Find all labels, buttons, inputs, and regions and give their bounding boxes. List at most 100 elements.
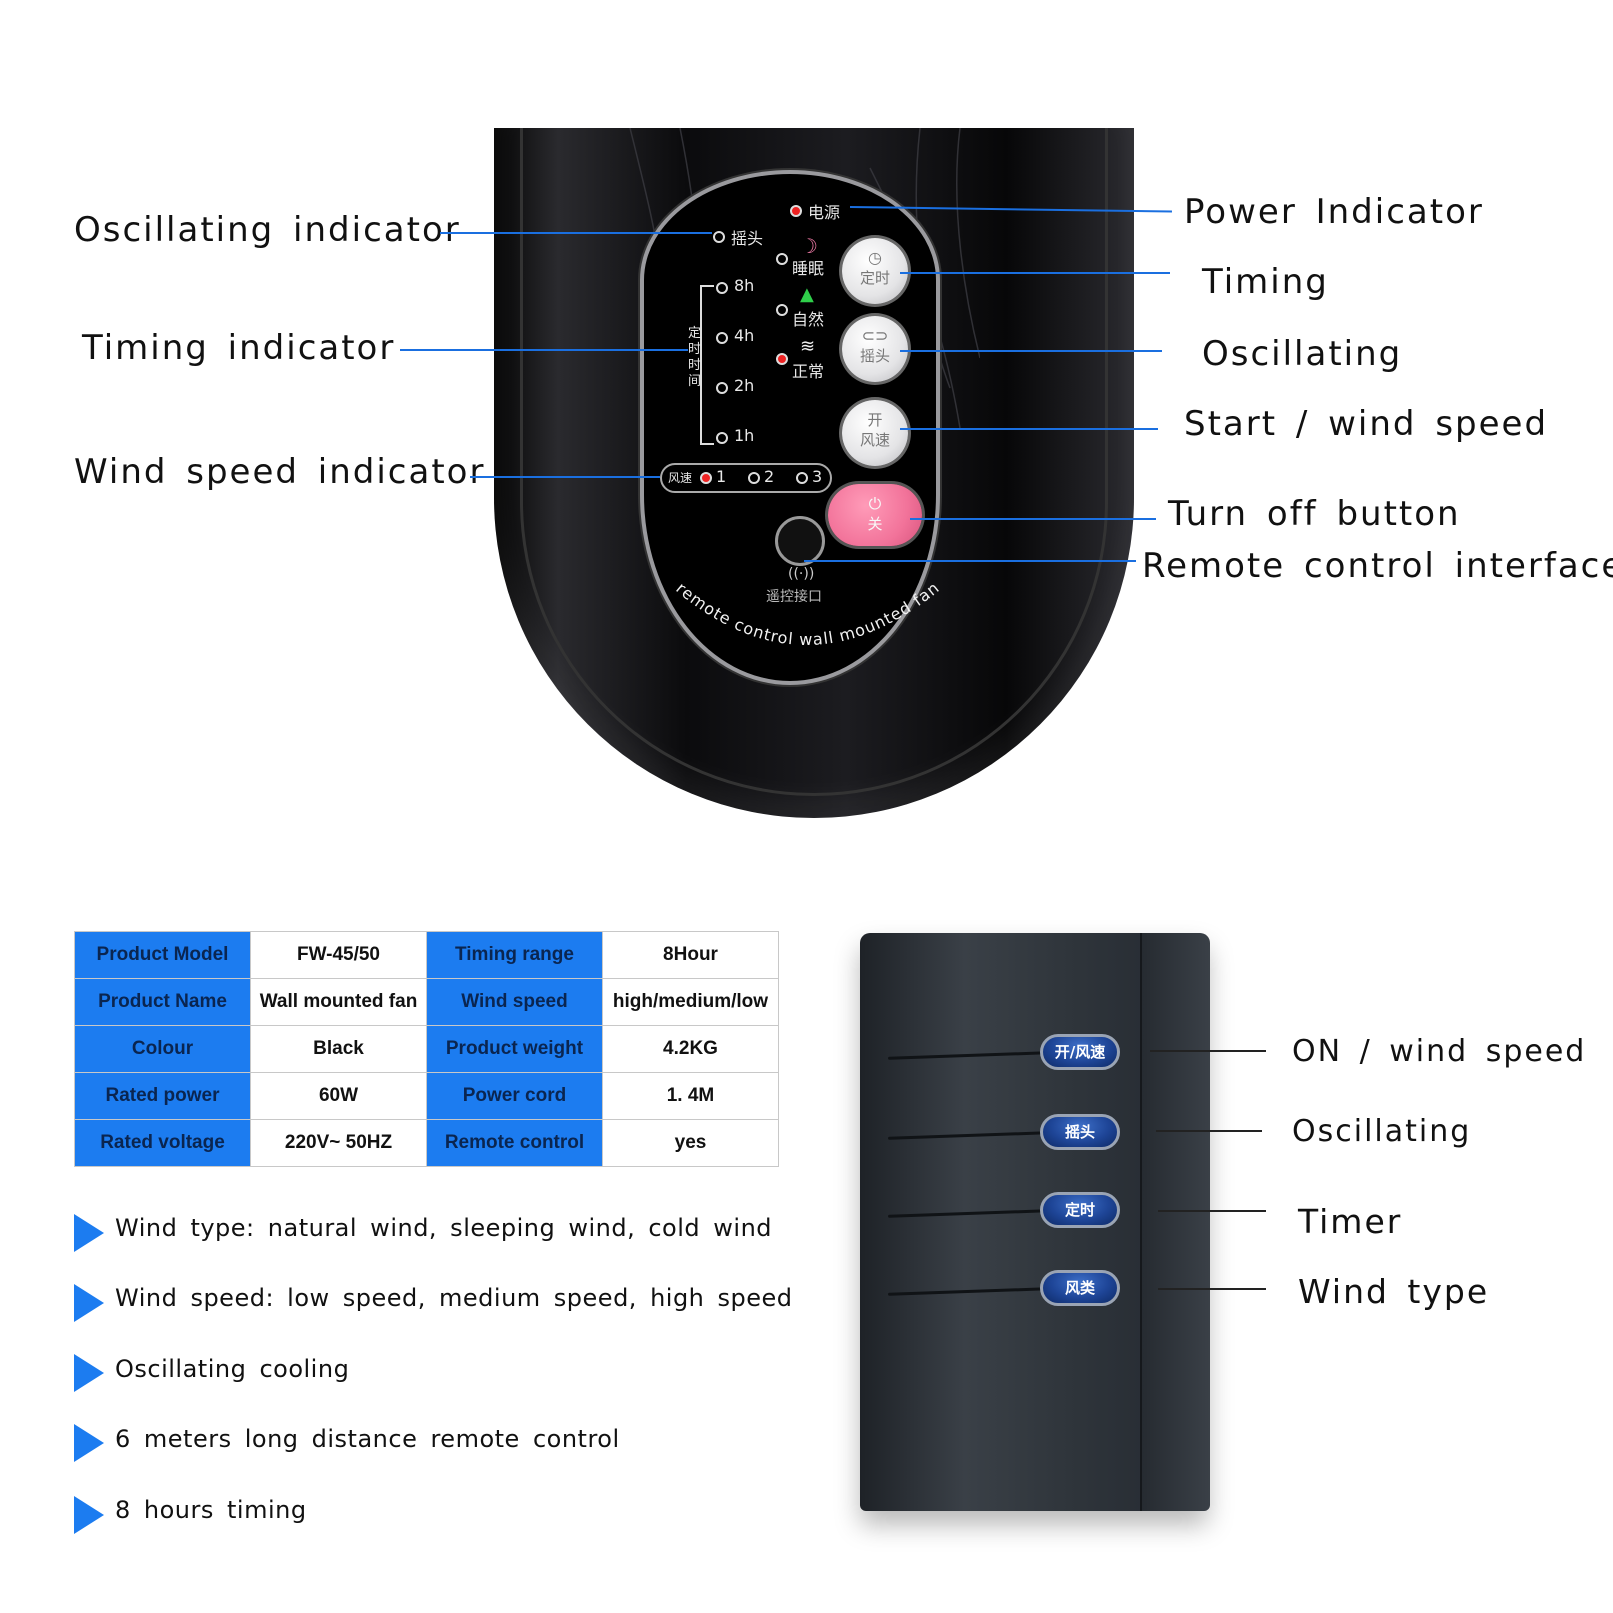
- bullet-arrow-icon: [74, 1214, 104, 1252]
- tree-icon: ▲: [800, 284, 814, 305]
- remote-oscillating-button[interactable]: 摇头: [1040, 1114, 1120, 1150]
- leader-remote-timer: [1158, 1210, 1266, 1212]
- remote-timer-button[interactable]: 定时: [1040, 1192, 1120, 1228]
- bullet-arrow-icon: [74, 1424, 104, 1462]
- fan-rim: [520, 128, 1108, 796]
- remote-side-panel: [1140, 933, 1210, 1511]
- timer-2h-light: [716, 382, 728, 394]
- timer-8h-label: 8h: [734, 276, 755, 295]
- wind-speed-button-label: 风速: [859, 431, 890, 449]
- swing-icon: ⊂⊃: [861, 326, 889, 345]
- wind-speed-bar: [660, 463, 832, 493]
- callout-remote-timer: Timer: [1298, 1202, 1403, 1241]
- start-wind-speed-button[interactable]: 开 风速: [842, 400, 908, 466]
- signal-icon: ((·)): [788, 566, 815, 582]
- timer-4h-light: [716, 332, 728, 344]
- sleep-indicator-label: 睡眠: [792, 259, 825, 278]
- power-icon: ⏻: [868, 494, 882, 513]
- spec-value-cell: 1. 4M: [602, 1072, 779, 1120]
- remote-wind-type-button[interactable]: 风类: [1040, 1270, 1120, 1306]
- callout-timing: Timing: [1202, 262, 1329, 302]
- speed-1-light: [700, 472, 712, 484]
- oscillate-indicator-light: [713, 231, 725, 243]
- timing-button-label: 定时: [859, 269, 890, 287]
- oscillating-button[interactable]: ⊂⊃ 摇头: [842, 316, 908, 382]
- callout-remote-on-wind-speed: ON / wind speed: [1292, 1034, 1587, 1069]
- speed-3-label: 3: [812, 467, 823, 486]
- leader-remote-on-wind-speed: [1150, 1050, 1266, 1052]
- spec-value-cell: Wall mounted fan: [250, 978, 427, 1026]
- feature-item: 6 meters long distance remote control: [115, 1425, 620, 1453]
- callout-oscillating-indicator: Oscillating indicator: [74, 210, 461, 250]
- leader-oscillating: [900, 350, 1162, 352]
- spec-key-cell: Product Model: [74, 931, 251, 979]
- oscillate-indicator-label: 摇头: [731, 229, 764, 248]
- feature-item: 8 hours timing: [115, 1496, 307, 1524]
- spec-value-cell: Black: [250, 1025, 427, 1073]
- spec-key-cell: Colour: [74, 1025, 251, 1073]
- leader-wind-speed-indicator: [470, 476, 660, 478]
- speed-bar-label: 风速: [668, 471, 693, 485]
- leader-remote-oscillating: [1156, 1130, 1262, 1132]
- spec-key-cell: Rated voltage: [74, 1119, 251, 1167]
- callout-remote-oscillating: Oscillating: [1292, 1114, 1472, 1149]
- oscillating-button-label: 摇头: [859, 347, 890, 365]
- feature-item: Wind type: natural wind, sleeping wind, …: [115, 1214, 773, 1242]
- speed-1-label: 1: [716, 467, 727, 486]
- remote-port-label: 遥控接口: [766, 589, 822, 605]
- spec-value-cell: high/medium/low: [602, 978, 779, 1026]
- normal-indicator-label: 正常: [792, 362, 825, 381]
- callout-turn-off-button: Turn off button: [1168, 494, 1461, 534]
- spec-key-cell: Rated power: [74, 1072, 251, 1120]
- arc-product-text: remote control wall mounted fan: [672, 578, 943, 649]
- bullet-arrow-icon: [74, 1496, 104, 1534]
- timer-vertical-label: 定时时间: [688, 326, 702, 389]
- power-indicator-label: 电源: [808, 203, 841, 222]
- timer-1h-light: [716, 432, 728, 444]
- spec-key-cell: Timing range: [426, 931, 603, 979]
- timing-bracket: [700, 285, 714, 445]
- leader-remote-control-interface: [804, 560, 1136, 562]
- callout-remote-control-interface: Remote control interface: [1142, 546, 1613, 586]
- spec-value-cell: 220V~ 50HZ: [250, 1119, 427, 1167]
- leader-remote-wind-type: [1158, 1288, 1266, 1290]
- bullet-arrow-icon: [74, 1284, 104, 1322]
- power-indicator-light: [790, 205, 802, 217]
- sleep-indicator-light: [776, 253, 788, 265]
- turn-off-button-label: 关: [867, 515, 883, 533]
- spec-key-cell: Remote control: [426, 1119, 603, 1167]
- spec-value-cell: FW-45/50: [250, 931, 427, 979]
- moon-icon: ☽: [800, 234, 818, 258]
- arc-text-path: remote control wall mounted fan: [672, 578, 942, 649]
- spec-key-cell: Product weight: [426, 1025, 603, 1073]
- spec-value-cell: 60W: [250, 1072, 427, 1120]
- remote-on-wind-speed-button[interactable]: 开/风速: [1040, 1034, 1120, 1070]
- natural-indicator-label: 自然: [792, 310, 825, 329]
- speed-3-light: [796, 472, 808, 484]
- leader-turn-off-button: [910, 518, 1156, 520]
- leader-timing: [900, 272, 1170, 274]
- timing-button[interactable]: ◷ 定时: [842, 238, 908, 304]
- leader-oscillating-indicator: [440, 232, 712, 234]
- callout-oscillating: Oscillating: [1202, 334, 1403, 374]
- bullet-arrow-icon: [74, 1354, 104, 1392]
- speed-2-label: 2: [764, 467, 775, 486]
- spec-value-cell: 4.2KG: [602, 1025, 779, 1073]
- spec-value-cell: 8Hour: [602, 931, 779, 979]
- remote-control-port: [775, 516, 825, 566]
- spec-key-cell: Wind speed: [426, 978, 603, 1026]
- svg-text:remote control wall mounted fa: remote control wall mounted fan: [672, 578, 943, 649]
- spec-key-cell: Power cord: [426, 1072, 603, 1120]
- speed-2-light: [748, 472, 760, 484]
- leader-timing-indicator: [400, 349, 688, 351]
- turn-off-button[interactable]: ⏻ 关: [828, 484, 922, 546]
- normal-indicator-light: [776, 353, 788, 365]
- feature-item: Wind speed: low speed, medium speed, hig…: [115, 1284, 793, 1312]
- spec-value-cell: yes: [602, 1119, 779, 1167]
- callout-timing-indicator: Timing indicator: [82, 328, 396, 368]
- timer-8h-light: [716, 282, 728, 294]
